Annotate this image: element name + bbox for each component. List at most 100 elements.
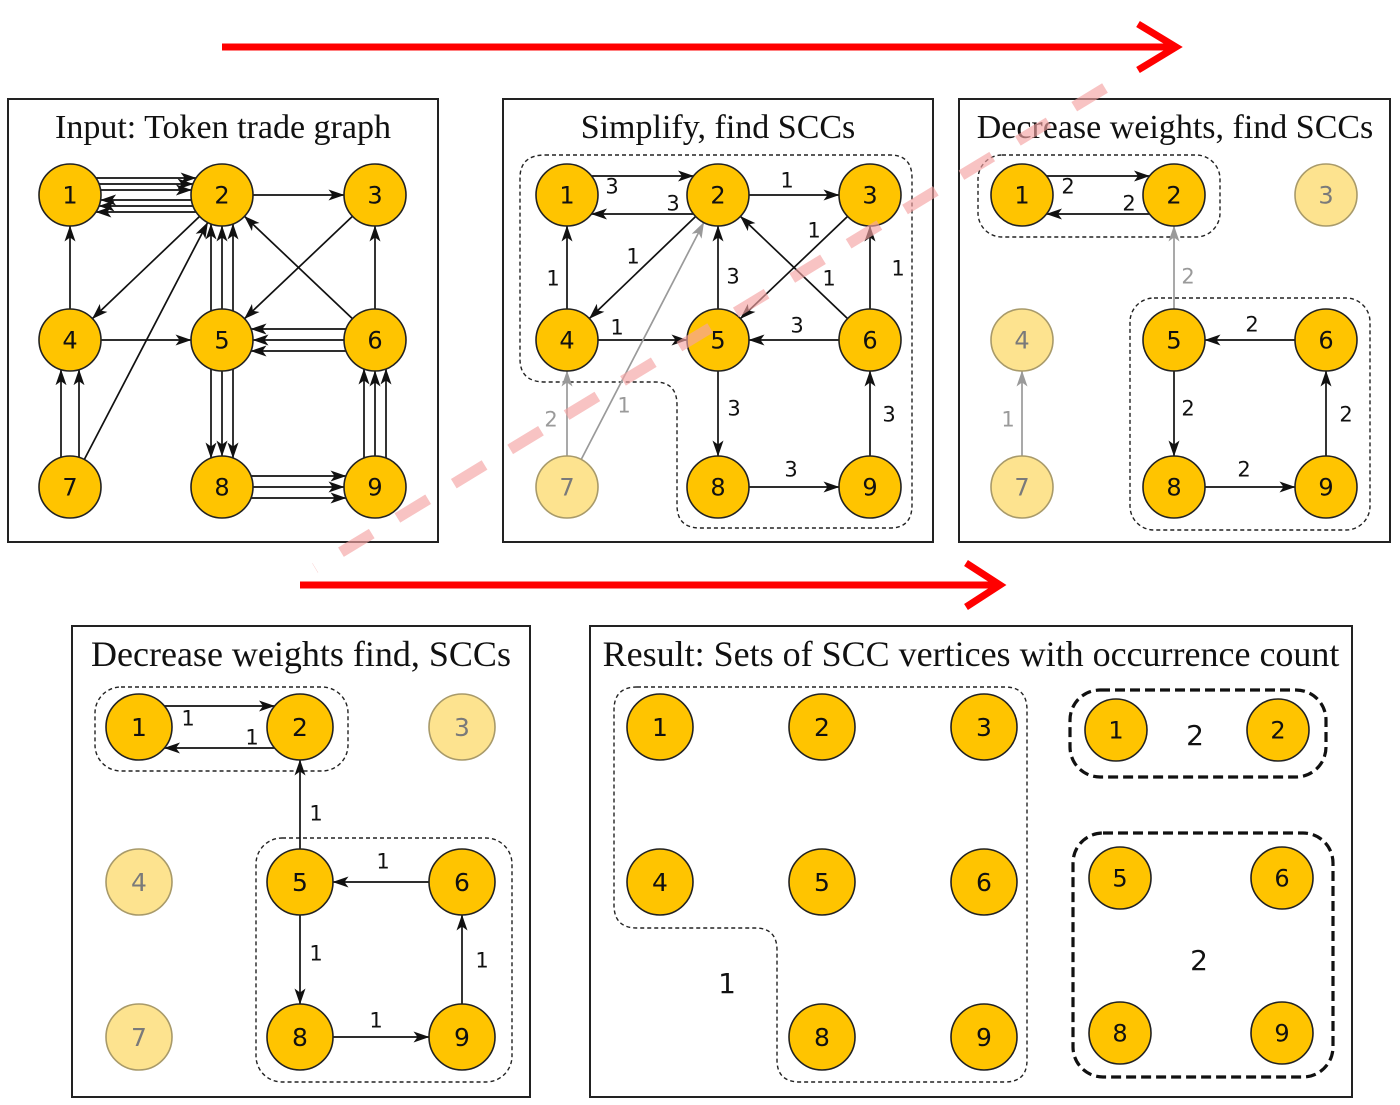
- node-label: 6: [1318, 327, 1333, 355]
- panel-title: Decrease weights find, SCCs: [91, 634, 511, 674]
- node-circle: [535, 163, 599, 227]
- node-circle: [428, 1003, 496, 1071]
- edge-arrow: [588, 215, 697, 320]
- node-circle: [686, 163, 750, 227]
- node-circle: [1294, 308, 1358, 372]
- node-label: 7: [62, 474, 77, 502]
- node-label: 7: [1014, 474, 1029, 502]
- node-2: 2: [1142, 163, 1206, 227]
- node-7: 7: [38, 455, 102, 519]
- node-label: 5: [710, 327, 725, 355]
- node-label: 2: [1166, 182, 1181, 210]
- node-circle: [950, 693, 1018, 761]
- node-circle: [686, 455, 750, 519]
- node-circle: [626, 693, 694, 761]
- node-circle: [266, 693, 334, 761]
- node-5: 5: [1088, 846, 1152, 910]
- node-label: 8: [814, 1023, 830, 1052]
- node-9: 9: [1250, 1001, 1314, 1065]
- node-circle: [535, 308, 599, 372]
- node-6: 6: [1294, 308, 1358, 372]
- node-label: 9: [454, 1023, 470, 1052]
- node-label: 9: [976, 1023, 992, 1052]
- node-3: 3: [1294, 163, 1358, 227]
- edge-1-to-2: 2: [1046, 170, 1150, 199]
- node-2: 2: [1246, 698, 1310, 762]
- edge-7-to-2: 1: [580, 222, 705, 460]
- node-circle: [626, 848, 694, 916]
- edge-8-to-9: 3: [749, 458, 840, 493]
- node-circle: [788, 848, 856, 916]
- node-7: 7: [535, 455, 599, 519]
- edge-2-to-1: [95, 194, 197, 218]
- node-1: 1: [1084, 698, 1148, 762]
- occurrence-count: 2: [1186, 719, 1204, 752]
- edge-8-to-9: 2: [1205, 458, 1296, 493]
- node-label: 8: [292, 1023, 308, 1052]
- node-7: 7: [990, 455, 1054, 519]
- node-label: 1: [1108, 717, 1123, 745]
- node-label: 8: [214, 474, 229, 502]
- node-8: 8: [686, 455, 750, 519]
- edge-weight-label: 1: [1001, 408, 1014, 432]
- edge-weight-label: 3: [784, 458, 797, 482]
- edge-weight-label: 2: [1122, 192, 1135, 216]
- edge-7-to-4: 1: [1001, 370, 1028, 456]
- node-8: 8: [1142, 455, 1206, 519]
- edge-5-to-8: [205, 369, 239, 459]
- node-label: 6: [862, 327, 877, 355]
- edge-2-to-4: [91, 215, 201, 320]
- edge-weight-label: 1: [617, 394, 630, 418]
- edge-weight-label: 3: [882, 403, 895, 427]
- edge-5-to-2: 1: [294, 759, 323, 849]
- node-9: 9: [838, 455, 902, 519]
- node-3: 3: [950, 693, 1018, 761]
- node-2: 2: [686, 163, 750, 227]
- node-8: 8: [266, 1003, 334, 1071]
- node-circle: [38, 308, 102, 372]
- node-2: 2: [190, 163, 254, 227]
- node-label: 3: [367, 182, 382, 210]
- nodes: 1 2 3 4 5 6 7 8 9: [535, 163, 902, 519]
- node-label: 3: [976, 713, 992, 742]
- node-label: 5: [1112, 865, 1127, 893]
- node-circle: [990, 308, 1054, 372]
- flow-arrow-top-head: [1136, 21, 1183, 73]
- node-label: 1: [559, 182, 574, 210]
- panel-5: Result: Sets of SCC vertices with occurr…: [589, 625, 1353, 1098]
- node-label: 3: [1318, 182, 1333, 210]
- node-label: 4: [559, 327, 574, 355]
- node-circle: [1294, 455, 1358, 519]
- node-5: 5: [686, 308, 750, 372]
- node-circle: [1142, 163, 1206, 227]
- scc-outline: [613, 686, 1028, 1083]
- flow-arrows: [222, 21, 1183, 610]
- node-circle: [190, 455, 254, 519]
- node-3: 3: [838, 163, 902, 227]
- node-circle: [1142, 308, 1206, 372]
- scc-group-1: [94, 686, 349, 772]
- node-1: 1: [626, 693, 694, 761]
- node-circle: [535, 455, 599, 519]
- node-label: 5: [292, 868, 308, 897]
- occurrence-count: 2: [1190, 944, 1208, 977]
- node-label: 2: [710, 182, 725, 210]
- node-circle: [1246, 698, 1310, 762]
- edge-weight-label: 2: [1245, 313, 1258, 337]
- node-4: 4: [38, 308, 102, 372]
- edge-weight-label: 2: [1061, 175, 1074, 199]
- edge-5-to-8: 2: [1168, 371, 1195, 457]
- node-8: 8: [190, 455, 254, 519]
- edge-9-to-6: 1: [456, 914, 489, 1004]
- scc-group-2: [255, 837, 513, 1083]
- edge-weight-label: 1: [626, 245, 639, 269]
- panel-title: Simplify, find SCCs: [581, 109, 856, 146]
- node-4: 4: [535, 308, 599, 372]
- scc-outline: [1068, 688, 1328, 779]
- node-label: 4: [131, 868, 147, 897]
- edge-weight-label: 1: [475, 949, 488, 973]
